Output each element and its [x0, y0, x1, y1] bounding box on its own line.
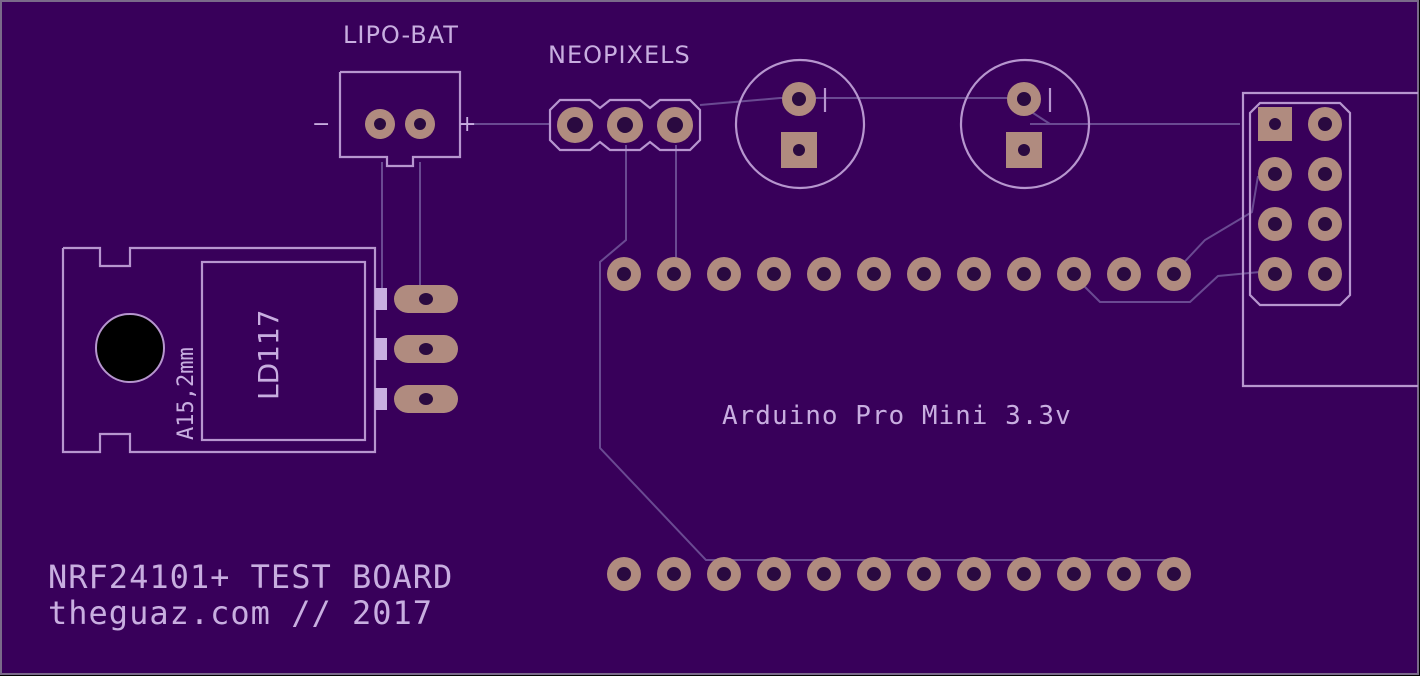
cap-footprint-1: [734, 58, 866, 190]
neopixels-header: NEOPIXELS: [548, 41, 702, 152]
arduino-pin-drill: [817, 567, 831, 581]
cap-footprint-2: [959, 58, 1091, 190]
arduino-top-row: [607, 257, 1191, 291]
arduino-pin-drill: [917, 567, 931, 581]
traces: [381, 97, 1261, 561]
arduino-pin-drill: [767, 267, 781, 281]
arduino-pin-drill: [767, 567, 781, 581]
plus-label: +: [458, 112, 476, 137]
arduino-pin-drill: [717, 267, 731, 281]
arduino-pin-drill: [917, 267, 931, 281]
arduino-pin-drill: [867, 567, 881, 581]
arduino-pin-drill: [717, 567, 731, 581]
arduino-pin-drill: [617, 567, 631, 581]
minus-label: −: [312, 112, 330, 137]
arduino-pin-drill: [617, 267, 631, 281]
neopixels-label: NEOPIXELS: [548, 41, 691, 69]
lipo-bat-connector: LIPO-BAT − +: [312, 21, 476, 168]
arduino-pin-drill: [1067, 567, 1081, 581]
arduino-pin-drill: [1117, 267, 1131, 281]
arduino-pin-drill: [817, 267, 831, 281]
nrf24-header: [1241, 91, 1418, 388]
board-title: NRF24101+ TEST BOARD: [48, 558, 453, 596]
arduino-pin-drill: [1167, 567, 1181, 581]
arduino-pin-drill: [967, 267, 981, 281]
mounting-hole: [95, 313, 165, 383]
arduino-pin-drill: [1017, 567, 1031, 581]
regulator-part-label: LD117: [252, 309, 285, 400]
arduino-pin-drill: [1167, 267, 1181, 281]
regulator-footprint: A15,2mm LD117: [61, 246, 458, 454]
arduino-pin-drill: [1017, 267, 1031, 281]
arduino-pin-drill: [867, 267, 881, 281]
regulator-package-label: A15,2mm: [174, 347, 199, 440]
arduino-label: Arduino Pro Mini 3.3v: [722, 401, 1072, 431]
arduino-pin-drill: [1067, 267, 1081, 281]
arduino-bottom-row: [607, 557, 1191, 591]
lipo-bat-label: LIPO-BAT: [343, 21, 459, 49]
arduino-pin-drill: [967, 567, 981, 581]
arduino-pin-drill: [1117, 567, 1131, 581]
board-credit: theguaz.com // 2017: [48, 594, 433, 632]
arduino-pin-drill: [667, 567, 681, 581]
arduino-pin-drill: [667, 267, 681, 281]
